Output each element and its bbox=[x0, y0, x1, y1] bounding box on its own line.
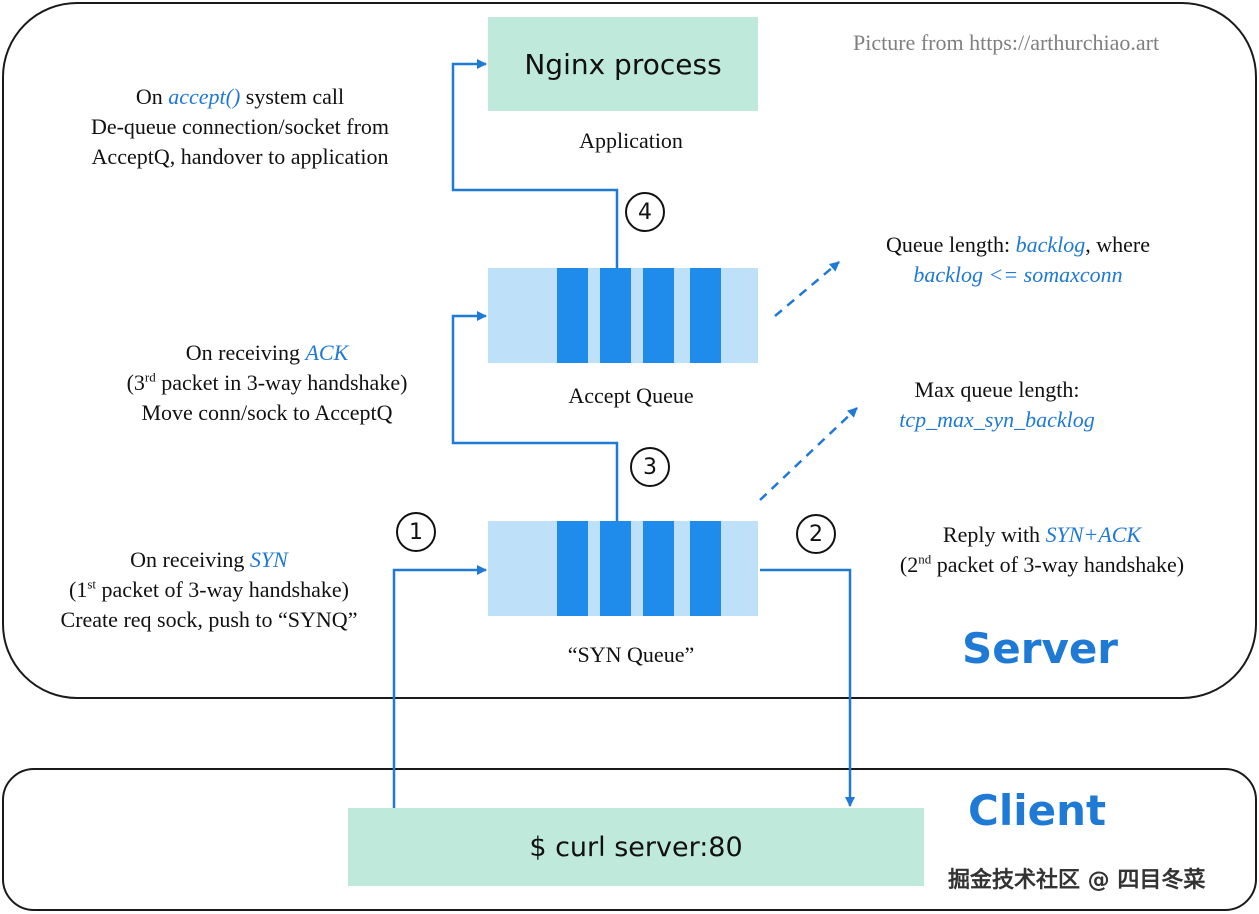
picture-credit: Picture from https://arthurchiao.art bbox=[853, 30, 1160, 55]
client-command-label: $ curl server:80 bbox=[529, 831, 743, 863]
watermark-text: 掘金技术社区 @ 四目冬菜 bbox=[948, 868, 1206, 893]
client-label: Client bbox=[968, 786, 1107, 835]
queue-slot bbox=[557, 268, 588, 363]
arrow-accept-queue-to-nginx bbox=[451, 59, 619, 268]
note-accept-call: On accept() system call De-queue connect… bbox=[90, 84, 390, 169]
step-1-marker: 1 bbox=[396, 512, 436, 552]
arrow-syn-queue-to-client bbox=[760, 568, 855, 807]
note-reply-synack: Reply with SYN+ACK (2nd packet of 3-way … bbox=[899, 522, 1185, 577]
step-2-marker: 2 bbox=[796, 514, 836, 554]
note-receive-syn: On receiving SYN (1st packet of 3-way ha… bbox=[60, 547, 358, 632]
step-4-marker: 4 bbox=[625, 192, 665, 232]
application-caption: Application bbox=[579, 128, 683, 153]
accept-queue bbox=[488, 268, 758, 363]
syn-queue bbox=[488, 521, 758, 616]
note-queue-length: Queue length: backlog, where backlog <= … bbox=[886, 232, 1150, 287]
queue-slot bbox=[690, 521, 721, 616]
note-max-queue-length: Max queue length: tcp_max_syn_backlog bbox=[899, 377, 1095, 432]
queue-slot bbox=[600, 268, 631, 363]
queue-slot bbox=[557, 521, 588, 616]
server-label: Server bbox=[962, 624, 1119, 673]
queue-slot bbox=[690, 268, 721, 363]
client-region bbox=[2, 768, 1257, 911]
dashed-arrow-max-queue-length bbox=[759, 407, 858, 501]
note-receive-ack: On receiving ACK (3rd packet in 3-way ha… bbox=[126, 340, 408, 425]
nginx-process-label: Nginx process bbox=[524, 47, 722, 81]
server-region bbox=[2, 2, 1257, 699]
arrow-client-to-syn-queue bbox=[392, 565, 487, 808]
arrow-syn-to-accept-queue bbox=[451, 311, 619, 521]
syn-queue-caption: “SYN Queue” bbox=[567, 642, 695, 667]
queue-slot bbox=[643, 521, 674, 616]
nginx-process-box: Nginx process bbox=[488, 17, 758, 111]
step-3-marker: 3 bbox=[630, 447, 670, 487]
client-command-box: $ curl server:80 bbox=[348, 808, 924, 886]
queue-slot bbox=[643, 268, 674, 363]
dashed-arrow-queue-length bbox=[774, 261, 840, 317]
accept-queue-caption: Accept Queue bbox=[568, 383, 694, 408]
queue-slot bbox=[600, 521, 631, 616]
